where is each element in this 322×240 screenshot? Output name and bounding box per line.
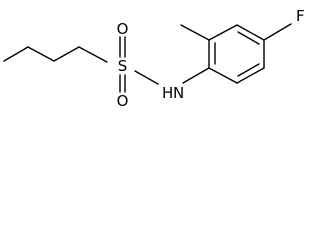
bond-c1-c2	[3, 46, 29, 62]
bond-c-f	[263, 23, 292, 41]
atom-oxygen-bottom: O	[117, 92, 129, 110]
ring-bond-5	[236, 67, 265, 84]
bond-methyl	[180, 24, 210, 41]
bond-s-n	[134, 70, 159, 85]
atom-nitrogen-h: H	[162, 84, 173, 102]
bond-c3-c4	[53, 46, 80, 62]
ring-bond-2	[208, 24, 238, 41]
bond-n-ring	[182, 67, 210, 84]
ring-bond-3	[236, 24, 265, 41]
bond-c4-s	[78, 46, 108, 63]
atom-sulfur: S	[118, 57, 128, 75]
bond-c2-c3	[27, 46, 55, 62]
atom-fluorine: F	[296, 7, 305, 25]
ring-bond-6	[208, 67, 238, 84]
atom-nitrogen: N	[173, 84, 184, 102]
ring-bond-5-inner	[237, 63, 260, 77]
chemical-structure: O S O H N F	[3, 7, 305, 110]
ring-bond-3-inner	[237, 31, 260, 45]
atom-oxygen-top: O	[117, 20, 129, 38]
